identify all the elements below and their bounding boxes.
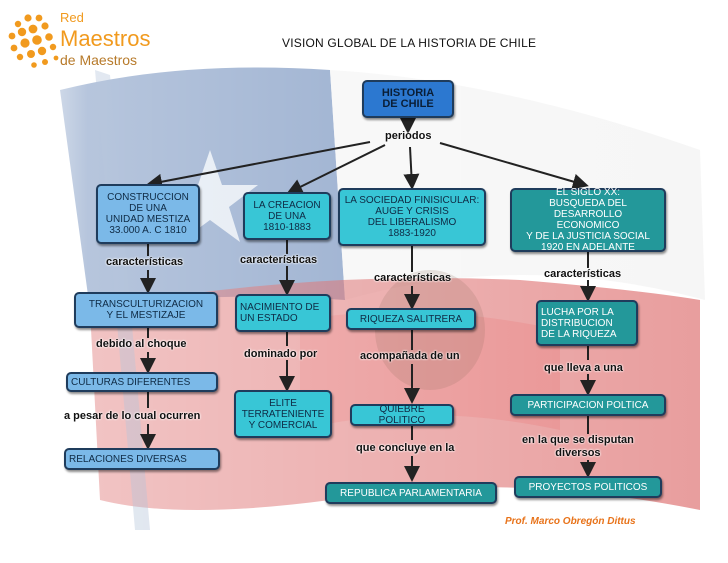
link-label-a-pesar-de-lo-cual: a pesar de lo cual ocurren (64, 410, 201, 422)
link-label-dominado-por: dominado por (244, 348, 318, 360)
node-elite-terrateniente: ELITE TERRATENIENTE Y COMERCIAL (234, 390, 332, 438)
node-participacion-poltica: PARTICIPACION POLTICA (510, 394, 666, 416)
node-republica-parlamentaria: REPUBLICA PARLAMENTARIA (325, 482, 497, 504)
page-title: VISION GLOBAL DE LA HISTORIA DE CHILE (282, 36, 537, 50)
node-transculturizacion: TRANSCULTURIZACION Y EL MESTIZAJE (74, 292, 218, 328)
period-node-sociedad-finisicular: LA SOCIEDAD FINISICULAR: AUGE Y CRISIS D… (338, 188, 486, 246)
node-relaciones-diversas: RELACIONES DIVERSAS (64, 448, 220, 470)
link-label-caracteristicas-4: características (544, 268, 622, 280)
author-credit: Prof. Marco Obregón Dittus (505, 516, 636, 527)
node-quiebre-politico: QUIEBRE POLITICO (350, 404, 454, 426)
period-node-construccion: CONSTRUCCION DE UNA UNIDAD MESTIZA 33.00… (96, 184, 200, 244)
logo-line-de-maestros: de Maestros (60, 52, 138, 68)
link-label-en-la-que-se-disputan: en la que se disputan diversos (522, 434, 634, 459)
root-node-historia-de-chile: HISTORIA DE CHILE (362, 80, 454, 118)
node-culturas-diferentes: CULTURAS DIFERENTES (66, 372, 218, 392)
node-proyectos-politicos: PROYECTOS POLITICOS (514, 476, 662, 498)
logo-line-maestros: Maestros (60, 26, 151, 51)
node-lucha-por-la-distribucion: LUCHA POR LA DISTRIBUCION DE LA RIQUEZA (536, 300, 638, 346)
link-label-debido-al-choque: debido al choque (96, 338, 187, 350)
period-node-siglo-xx: EL SIGLO XX: BUSQUEDA DEL DESARROLLO ECO… (510, 187, 666, 253)
red-maestros-logo-icon (8, 14, 59, 68)
logo-line-red: Red (60, 10, 84, 25)
node-riqueza-salitrera: RIQUEZA SALITRERA (346, 308, 476, 330)
link-label-periodos: periodos (385, 130, 432, 142)
link-label-que-lleva-a-una: que lleva a una (544, 362, 623, 374)
link-label-acompanada-de-un: acompañada de un (360, 350, 460, 362)
link-label-caracteristicas-2: características (240, 254, 318, 266)
link-label-caracteristicas-1: características (106, 256, 184, 268)
node-nacimiento-de-un-estado: NACIMIENTO DE UN ESTADO (235, 294, 331, 332)
link-label-que-concluye-en-la: que concluye en la (356, 442, 455, 454)
period-node-la-creacion: LA CREACION DE UNA 1810-1883 (243, 192, 331, 240)
link-label-caracteristicas-3: características (374, 272, 452, 284)
